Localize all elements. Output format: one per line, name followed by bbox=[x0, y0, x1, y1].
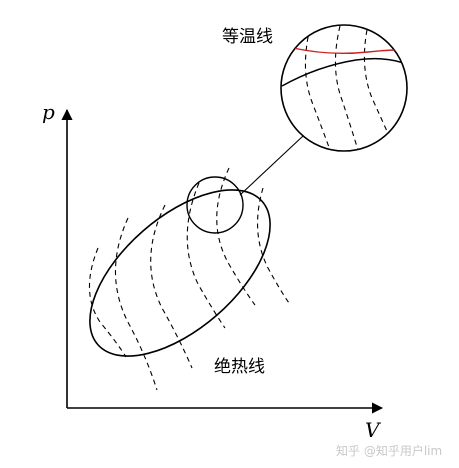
watermark: 知乎 @知乎用户lim bbox=[336, 443, 442, 458]
adiabat-curve bbox=[88, 247, 127, 358]
adiabat-curves bbox=[88, 167, 290, 391]
x-axis-label: V bbox=[365, 418, 382, 442]
zoom-region-circle bbox=[186, 176, 244, 234]
adiabat-curve bbox=[186, 182, 226, 329]
adiabat-curve bbox=[216, 167, 256, 306]
magnifier bbox=[280, 24, 408, 152]
isotherm-label: 等温线 bbox=[222, 27, 273, 47]
adiabat-label: 绝热线 bbox=[214, 357, 265, 377]
magnifier-circle bbox=[280, 24, 408, 152]
magnified-isotherm bbox=[292, 47, 401, 55]
magnifier-connector bbox=[239, 135, 304, 196]
magnified-adiabat bbox=[334, 25, 359, 151]
adiabat-curve bbox=[114, 217, 158, 391]
adiabat-curve bbox=[257, 187, 290, 304]
y-axis-label: p bbox=[42, 100, 55, 124]
cycle-ellipse bbox=[89, 189, 271, 357]
adiabat-curve bbox=[150, 204, 193, 369]
magnified-adiabat bbox=[363, 29, 391, 139]
magnified-cycle-arc bbox=[281, 57, 407, 87]
